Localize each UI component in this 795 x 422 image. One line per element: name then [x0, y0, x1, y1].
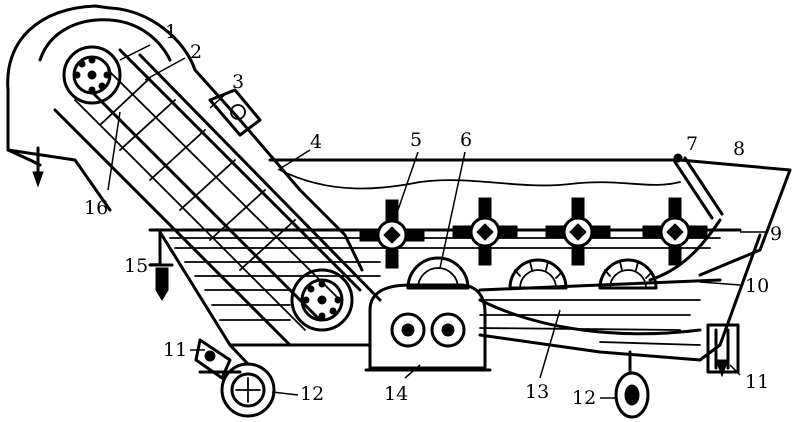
label-1: 1 — [165, 21, 177, 43]
label-5: 5 — [410, 129, 422, 151]
label-11-right: 11 — [745, 371, 769, 393]
label-14: 14 — [384, 383, 408, 405]
washing-tank — [148, 153, 792, 362]
label-3: 3 — [232, 71, 244, 93]
rotor-1 — [359, 199, 425, 269]
elevator-housing — [6, 4, 382, 347]
callout-labels: 1 2 3 4 5 6 7 8 9 10 11 11 12 12 13 14 1… — [84, 21, 782, 409]
label-12-left: 12 — [300, 383, 324, 405]
motor-gearbox — [364, 283, 492, 372]
label-4: 4 — [310, 131, 322, 153]
label-8: 8 — [733, 138, 745, 160]
label-15: 15 — [124, 255, 148, 277]
label-13: 13 — [525, 381, 549, 403]
bottom-rollers — [406, 256, 658, 290]
rotor-4 — [642, 197, 708, 266]
label-9: 9 — [770, 223, 782, 245]
label-11-left: 11 — [163, 339, 187, 361]
paddle-rotors — [359, 197, 708, 269]
wheels — [220, 343, 650, 419]
label-2: 2 — [190, 41, 202, 63]
label-6: 6 — [460, 129, 472, 151]
label-10: 10 — [745, 275, 769, 297]
label-7: 7 — [686, 133, 698, 155]
label-12-right: 12 — [572, 387, 596, 409]
label-16: 16 — [84, 197, 108, 219]
rotor-3 — [545, 197, 611, 266]
rotor-2 — [452, 197, 518, 266]
